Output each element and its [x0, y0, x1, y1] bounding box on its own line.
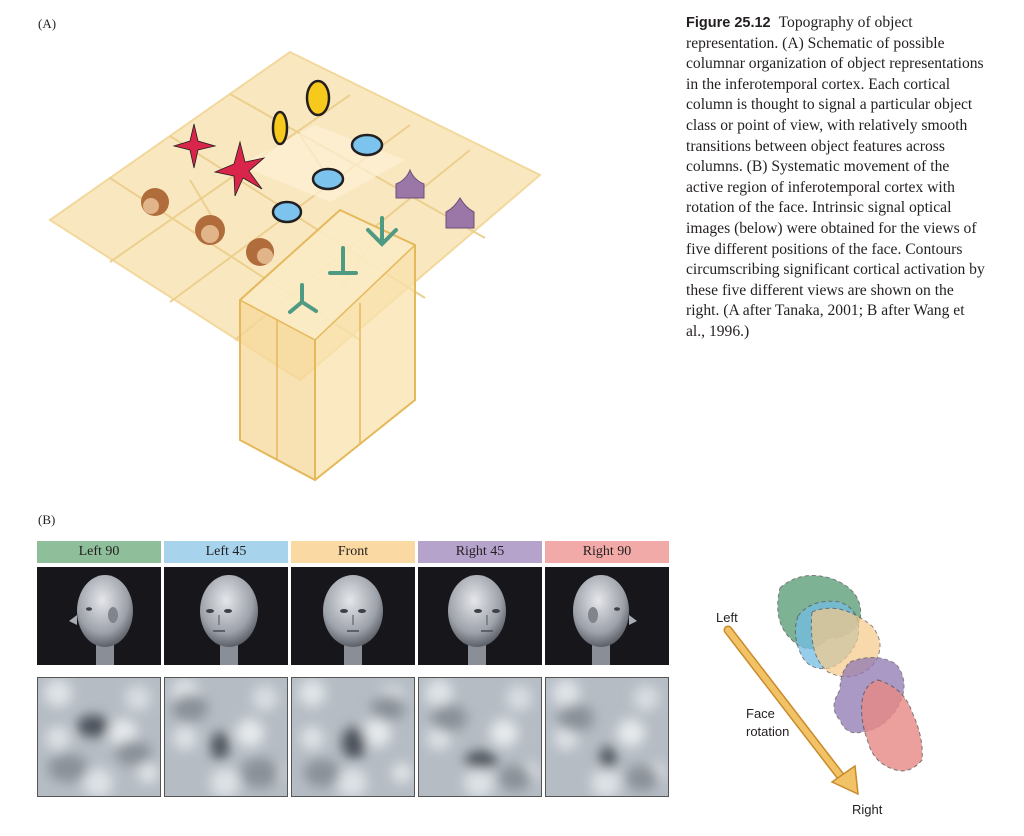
view-label-right-90: Right 90: [545, 541, 669, 563]
red-star-icon: [172, 123, 266, 197]
rotation-arrow-fill: [725, 627, 848, 785]
figure-number: Figure 25.12: [686, 15, 771, 31]
rotation-axis-label-1: Face: [746, 706, 775, 721]
view-column-left-90: Left 90: [37, 541, 161, 665]
rotation-arrow-head: [830, 764, 859, 796]
view-label-left-45: Left 45: [164, 541, 288, 563]
caption-text: Topography of object representation. (A)…: [686, 14, 985, 340]
panel-b-label: (B): [38, 512, 56, 527]
blue-ellipse-icon: [271, 133, 384, 224]
cortical-column-diagram: [48, 50, 542, 482]
optical-image-left-90: [37, 677, 161, 797]
monkey-face-icon: [141, 188, 274, 266]
view-column-right-90: Right 90: [545, 541, 669, 665]
rotation-end-label: Right: [852, 802, 883, 817]
face-photo-left-45: [164, 567, 288, 665]
optical-image-left-45: [164, 677, 288, 797]
face-photo-front: [291, 567, 415, 665]
view-label-right-45: Right 45: [418, 541, 542, 563]
purple-shape-icon: [395, 168, 475, 229]
view-column-front: Front: [291, 541, 415, 665]
view-column-right-45: Right 45: [418, 541, 542, 665]
contour-right-90: [861, 679, 923, 772]
yellow-ellipse-icon: [271, 79, 331, 146]
view-column-left-45: Left 45: [164, 541, 288, 665]
rotation-start-label: Left: [716, 610, 738, 625]
optical-image-front: [291, 677, 415, 797]
view-label-left-90: Left 90: [37, 541, 161, 563]
rotation-axis-label-2: rotation: [746, 724, 790, 739]
view-label-front: Front: [291, 541, 415, 563]
optical-image-right-90: [545, 677, 669, 797]
face-photo-left-90: [37, 567, 161, 665]
face-photo-right-90: [545, 567, 669, 665]
optical-image-right-45: [418, 677, 542, 797]
panel-a-label: (A): [38, 16, 57, 31]
cortical-column: [239, 208, 416, 482]
activation-contour-diagram: [723, 575, 923, 796]
green-shape-icon: [288, 216, 398, 314]
face-photo-right-45: [418, 567, 542, 665]
